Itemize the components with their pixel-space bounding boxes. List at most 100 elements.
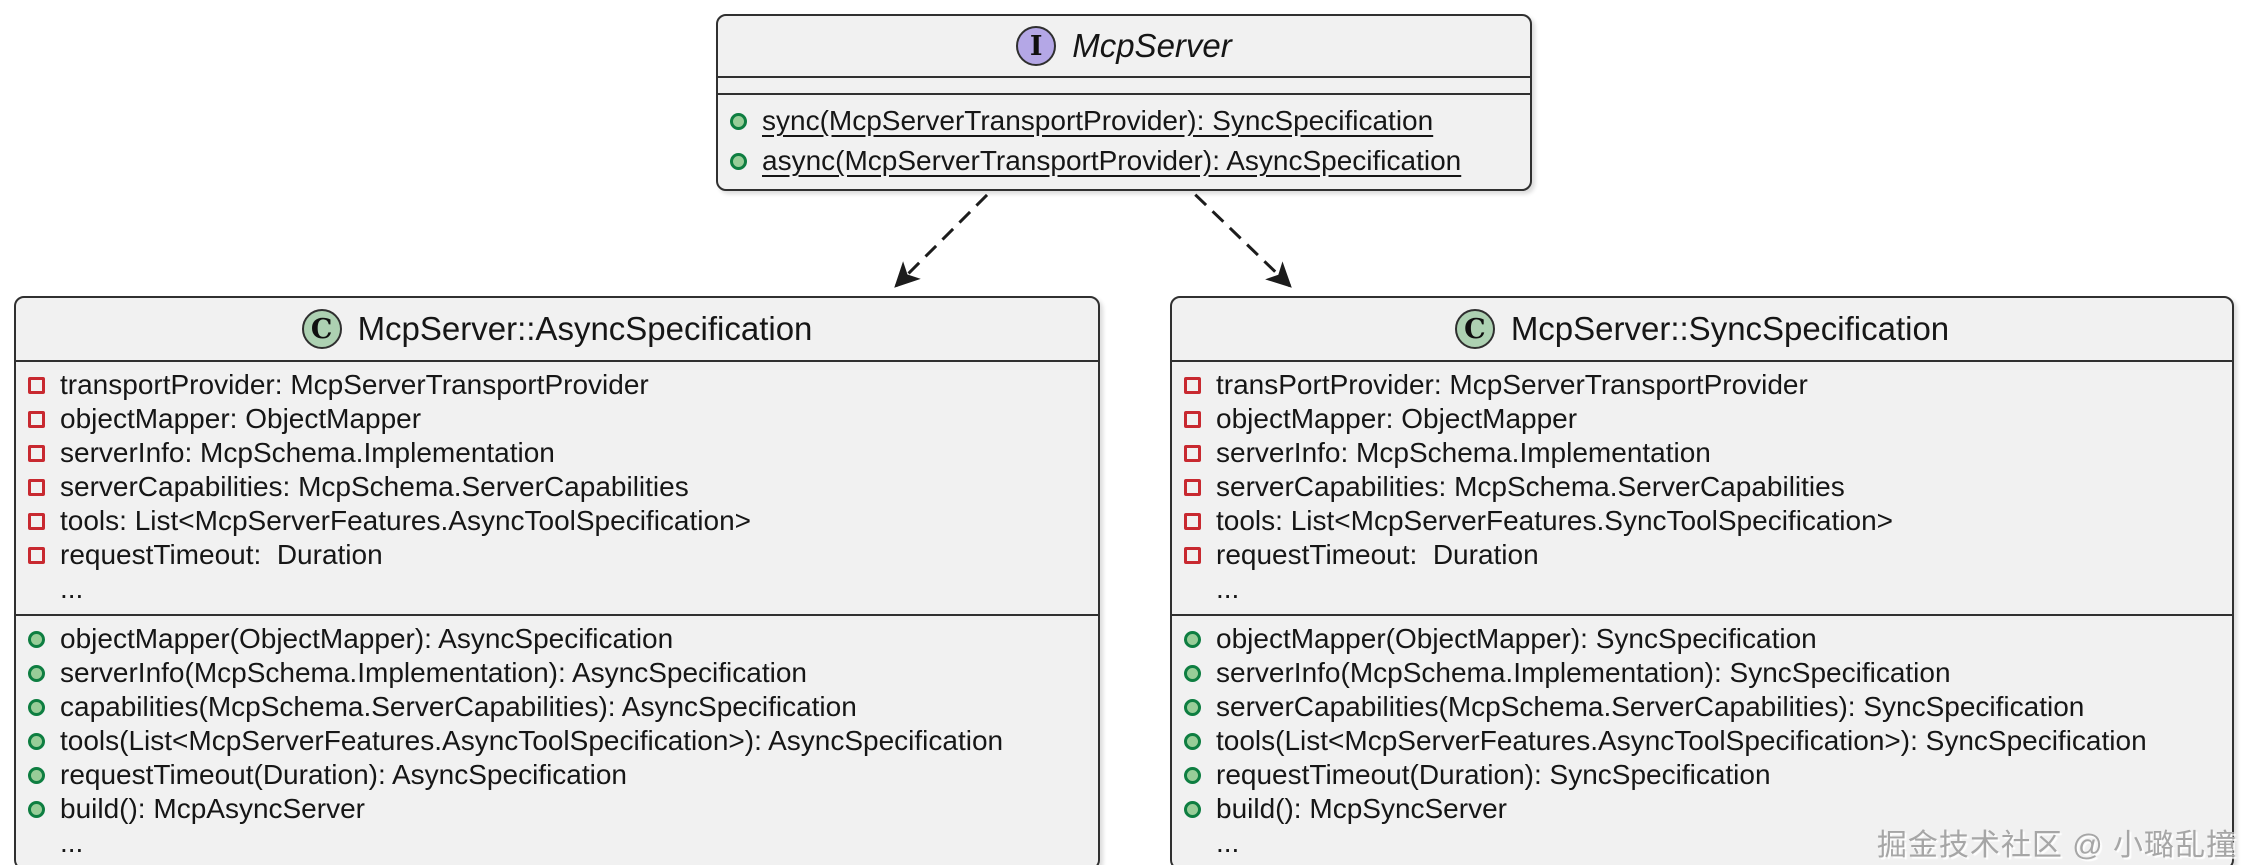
method-icon: [28, 630, 45, 648]
method-icon: [1184, 800, 1201, 818]
class-title: McpServer::SyncSpecification: [1510, 310, 1950, 347]
field-text: objectMapper: ObjectMapper: [1216, 403, 1578, 434]
method-icon: [28, 732, 45, 750]
fields-ellipsis-row: ...: [1184, 572, 2220, 606]
field-text: transPortProvider: McpServerTransportPro…: [1216, 369, 1808, 400]
dependency-arrow-to-sync: [1176, 176, 1292, 288]
field-icon: [28, 376, 45, 394]
field-text: serverCapabilities: McpSchema.ServerCapa…: [60, 471, 689, 502]
field-row: tools: List<McpServerFeatures.AsyncToolS…: [28, 504, 1086, 538]
method-text: objectMapper(ObjectMapper): AsyncSpecifi…: [60, 623, 674, 654]
method-text: objectMapper(ObjectMapper): SyncSpecific…: [1216, 623, 1817, 654]
class-box-header: C McpServer::SyncSpecification: [1172, 298, 2232, 362]
fields-ellipsis: ...: [1216, 573, 1240, 604]
class-box-sync-specification: C McpServer::SyncSpecification transPort…: [1170, 296, 2234, 865]
method-text: build(): McpSyncServer: [1216, 793, 1507, 824]
method-icon: [28, 698, 45, 716]
field-icon: [1184, 478, 1201, 496]
field-row: requestTimeout: Duration: [28, 538, 1086, 572]
method-text: build(): McpAsyncServer: [60, 793, 365, 824]
class-title: McpServer::AsyncSpecification: [357, 310, 813, 347]
field-icon: [1184, 512, 1201, 530]
field-text: requestTimeout: Duration: [60, 539, 383, 570]
spacer-icon: [1184, 581, 1201, 598]
method-text: serverCapabilities(McpSchema.ServerCapab…: [1216, 691, 2085, 722]
field-row: serverCapabilities: McpSchema.ServerCapa…: [28, 470, 1086, 504]
field-row: serverInfo: McpSchema.Implementation: [1184, 436, 2220, 470]
methods-compartment: sync(McpServerTransportProvider): SyncSp…: [718, 95, 1530, 189]
methods-compartment: objectMapper(ObjectMapper): SyncSpecific…: [1172, 614, 2232, 865]
method-text: async(McpServerTransportProvider): Async…: [762, 145, 1462, 176]
field-icon: [1184, 376, 1201, 394]
field-row: requestTimeout: Duration: [1184, 538, 2220, 572]
method-row: sync(McpServerTransportProvider): SyncSp…: [730, 101, 1518, 141]
method-text: requestTimeout(Duration): SyncSpecificat…: [1216, 759, 1771, 790]
field-icon: [28, 444, 45, 462]
field-row: transportProvider: McpServerTransportPro…: [28, 368, 1086, 402]
field-row: transPortProvider: McpServerTransportPro…: [1184, 368, 2220, 402]
fields-compartment: transportProvider: McpServerTransportPro…: [16, 362, 1098, 614]
field-text: objectMapper: ObjectMapper: [60, 403, 422, 434]
method-icon: [1184, 732, 1201, 750]
method-text: serverInfo(McpSchema.Implementation): As…: [60, 657, 807, 688]
methods-compartment: objectMapper(ObjectMapper): AsyncSpecifi…: [16, 614, 1098, 865]
method-text: serverInfo(McpSchema.Implementation): Sy…: [1216, 657, 1951, 688]
class-box-header: I McpServer: [718, 16, 1530, 78]
field-text: serverInfo: McpSchema.Implementation: [1216, 437, 1711, 468]
field-text: serverInfo: McpSchema.Implementation: [60, 437, 555, 468]
method-row: async(McpServerTransportProvider): Async…: [730, 141, 1518, 181]
method-text: capabilities(McpSchema.ServerCapabilitie…: [60, 691, 857, 722]
method-text: sync(McpServerTransportProvider): SyncSp…: [762, 105, 1434, 136]
method-row: objectMapper(ObjectMapper): SyncSpecific…: [1184, 622, 2220, 656]
class-box-header: C McpServer::AsyncSpecification: [16, 298, 1098, 362]
field-icon: [28, 410, 45, 428]
field-text: tools: List<McpServerFeatures.SyncToolSp…: [1216, 505, 1893, 536]
fields-compartment-empty: [718, 78, 1530, 95]
fields-compartment: transPortProvider: McpServerTransportPro…: [1172, 362, 2232, 614]
watermark: 掘金技术社区 @ 小璐乱撞: [1876, 829, 2237, 862]
field-row: serverCapabilities: McpSchema.ServerCapa…: [1184, 470, 2220, 504]
field-text: requestTimeout: Duration: [1216, 539, 1539, 570]
field-text: transportProvider: McpServerTransportPro…: [60, 369, 649, 400]
method-row: serverInfo(McpSchema.Implementation): As…: [28, 656, 1086, 690]
field-icon: [1184, 410, 1201, 428]
method-row: serverCapabilities(McpSchema.ServerCapab…: [1184, 690, 2220, 724]
method-row: objectMapper(ObjectMapper): AsyncSpecifi…: [28, 622, 1086, 656]
method-icon: [1184, 766, 1201, 784]
field-row: objectMapper: ObjectMapper: [28, 402, 1086, 436]
spacer-icon: [1184, 835, 1201, 852]
fields-ellipsis: ...: [60, 573, 84, 604]
class-box-mcpserver: I McpServer sync(McpServerTransportProvi…: [716, 14, 1532, 191]
methods-ellipsis-row: ...: [28, 826, 1086, 860]
method-icon: [28, 664, 45, 682]
field-icon: [28, 546, 45, 564]
field-row: objectMapper: ObjectMapper: [1184, 402, 2220, 436]
method-icon: [1184, 664, 1201, 682]
field-row: serverInfo: McpSchema.Implementation: [28, 436, 1086, 470]
method-icon: [1184, 698, 1201, 716]
method-icon: [730, 152, 747, 170]
method-icon: [28, 800, 45, 818]
class-title: McpServer: [1072, 27, 1232, 64]
method-text: requestTimeout(Duration): AsyncSpecifica…: [60, 759, 627, 790]
method-row: tools(List<McpServerFeatures.AsyncToolSp…: [28, 724, 1086, 758]
fields-ellipsis-row: ...: [28, 572, 1086, 606]
method-text: tools(List<McpServerFeatures.AsyncToolSp…: [60, 725, 1004, 756]
field-icon: [1184, 444, 1201, 462]
method-row: build(): McpSyncServer: [1184, 792, 2220, 826]
methods-ellipsis: ...: [60, 827, 84, 858]
method-text: tools(List<McpServerFeatures.AsyncToolSp…: [1216, 725, 2147, 756]
dependency-arrow-to-async: [894, 176, 1006, 288]
class-box-async-specification: C McpServer::AsyncSpecification transpor…: [14, 296, 1100, 865]
field-row: tools: List<McpServerFeatures.SyncToolSp…: [1184, 504, 2220, 538]
method-row: requestTimeout(Duration): AsyncSpecifica…: [28, 758, 1086, 792]
field-text: serverCapabilities: McpSchema.ServerCapa…: [1216, 471, 1845, 502]
method-row: serverInfo(McpSchema.Implementation): Sy…: [1184, 656, 2220, 690]
method-row: build(): McpAsyncServer: [28, 792, 1086, 826]
class-icon: C: [301, 309, 342, 349]
field-icon: [28, 478, 45, 496]
methods-ellipsis-row: ...: [1184, 826, 2220, 860]
method-row: requestTimeout(Duration): SyncSpecificat…: [1184, 758, 2220, 792]
